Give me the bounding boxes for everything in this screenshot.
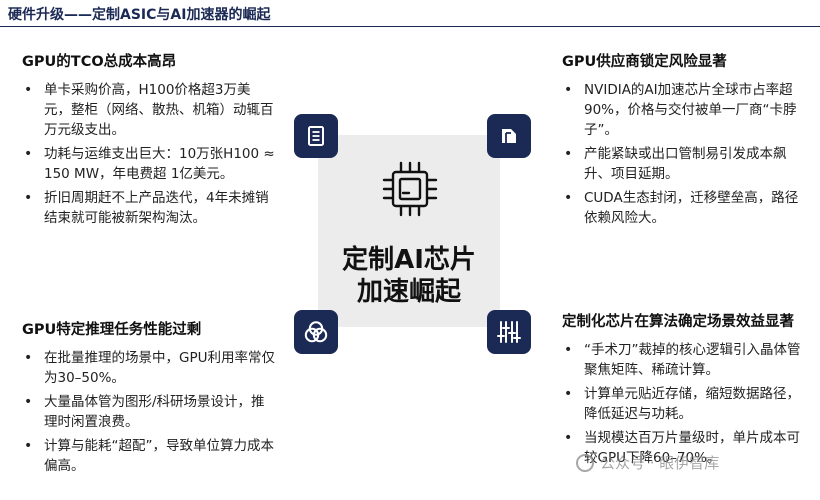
watermark: 公众号 · 眼伊智库 xyxy=(576,452,719,473)
bullet-list: 在批量推理的场景中，GPU利用率常仅为30–50%。 大量晶体管为图形/科研场景… xyxy=(22,348,277,476)
list-item: 折旧周期赶不上产品迭代，4年未摊销结束就可能被新架构淘汰。 xyxy=(22,188,277,228)
list-item: 在批量推理的场景中，GPU利用率常仅为30–50%。 xyxy=(22,348,277,388)
center-title: 定制AI芯片 加速崛起 xyxy=(318,244,500,308)
chip-icon xyxy=(382,161,438,217)
center-title-line: 定制AI芯片 xyxy=(342,245,476,275)
list-item: 大量晶体管为图形/科研场景设计，推理时闲置浪费。 xyxy=(22,392,277,432)
quadrant-title: GPU的TCO总成本高昂 xyxy=(22,54,177,70)
wechat-icon xyxy=(576,453,594,472)
bullet-list: “手术刀”裁掉的核心逻辑引入晶体管聚焦矩阵、稀疏计算。 计算单元贴近存储，缩短数… xyxy=(562,340,807,468)
list-item: 计算与能耗“超配”，导致单位算力成本偏高。 xyxy=(22,436,277,476)
list-item: 单卡采购价高，H100价格超3万美元，整柜（网络、散热、机箱）动辄百万元级支出。 xyxy=(22,80,277,140)
page-title: 硬件升级——定制ASIC与AI加速器的崛起 xyxy=(8,7,271,23)
sliders-icon xyxy=(487,310,531,354)
quadrant-title: 定制化芯片在算法确定场景效益显著 xyxy=(562,314,794,330)
quadrant-top-left: GPU的TCO总成本高昂 单卡采购价高，H100价格超3万美元，整柜（网络、散热… xyxy=(22,52,277,232)
header-bar: 硬件升级——定制ASIC与AI加速器的崛起 xyxy=(0,0,820,27)
bullet-list: 单卡采购价高，H100价格超3万美元，整柜（网络、散热、机箱）动辄百万元级支出。… xyxy=(22,80,277,228)
quadrant-bottom-left: GPU特定推理任务性能过剩 在批量推理的场景中，GPU利用率常仅为30–50%。… xyxy=(22,320,277,480)
folder-icon xyxy=(487,114,531,158)
quadrant-title: GPU特定推理任务性能过剩 xyxy=(22,322,202,338)
quadrant-top-right: GPU供应商锁定风险显著 NVIDIA的AI加速芯片全球市占率超90%，价格与交… xyxy=(562,52,807,232)
quadrant-title: GPU供应商锁定风险显著 xyxy=(562,54,727,70)
list-item: NVIDIA的AI加速芯片全球市占率超90%，价格与交付被单一厂商“卡脖子”。 xyxy=(562,80,807,140)
list-item: “手术刀”裁掉的核心逻辑引入晶体管聚焦矩阵、稀疏计算。 xyxy=(562,340,807,380)
list-item: 功耗与运维支出巨大：10万张H100 ≈ 150 MW，年电费超 1亿美元。 xyxy=(22,144,277,184)
list-item: 产能紧缺或出口管制易引发成本飙升、项目延期。 xyxy=(562,144,807,184)
quadrant-bottom-right: 定制化芯片在算法确定场景效益显著 “手术刀”裁掉的核心逻辑引入晶体管聚焦矩阵、稀… xyxy=(562,312,807,472)
bullet-list: NVIDIA的AI加速芯片全球市占率超90%，价格与交付被单一厂商“卡脖子”。 … xyxy=(562,80,807,228)
list-item: 当规模达百万片量级时，单片成本可较GPU下降60–70%。 xyxy=(562,428,807,468)
center-title-line: 加速崛起 xyxy=(356,277,461,307)
list-item: CUDA生态封闭，迁移壁垒高，路径依赖风险大。 xyxy=(562,188,807,228)
list-item: 计算单元贴近存储，缩短数据路径，降低延迟与功耗。 xyxy=(562,384,807,424)
document-icon xyxy=(294,114,338,158)
venn-icon xyxy=(294,310,338,354)
watermark-text: 公众号 · 眼伊智库 xyxy=(600,454,720,472)
